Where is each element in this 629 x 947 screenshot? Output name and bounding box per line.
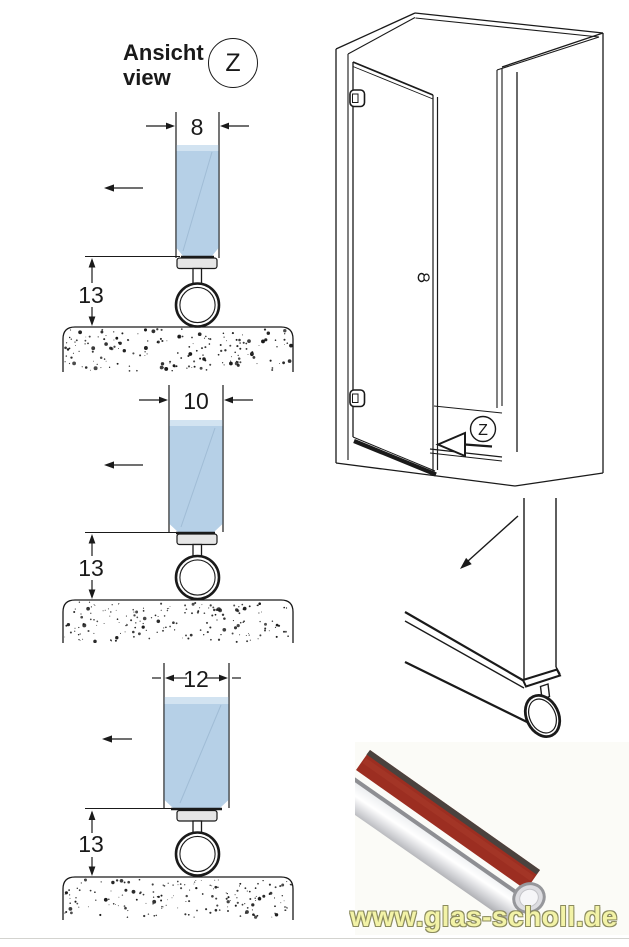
- dimension-glass-width: 8: [146, 112, 249, 258]
- bottom-divider: [0, 938, 629, 939]
- floor-stipple: [64, 878, 292, 919]
- tube-body: [355, 777, 525, 921]
- view-title-de: Ansicht: [123, 40, 204, 65]
- glass-panel: [164, 697, 229, 811]
- door-bottom-seal: [353, 439, 437, 477]
- tube-top-edge: [355, 777, 525, 900]
- dimension-glass-width: 12: [152, 663, 241, 808]
- door-hinge-bottom: [349, 389, 366, 408]
- glass-panel: [176, 145, 219, 259]
- left-arrow-icon: [104, 184, 114, 192]
- seal-stem: [192, 267, 203, 286]
- left-arrow-icon: [104, 461, 114, 469]
- clearance-label: 13: [78, 831, 104, 857]
- seal-profile: [174, 533, 221, 601]
- detail-z-callout: Z: [435, 415, 497, 458]
- dim-arrow-down-icon: [88, 866, 96, 876]
- door-knob: [417, 272, 430, 283]
- dim-arrow-right-icon: [159, 396, 168, 404]
- dim-arrow-right-icon: [219, 674, 228, 682]
- seal-clamp: [176, 257, 218, 270]
- cross-section-8mm: 8 13: [62, 112, 294, 372]
- z-marker-circle: [469, 415, 497, 443]
- watermark-text: www.glas-scholl.de: [350, 901, 618, 932]
- open-left-arrow-icon: [435, 431, 466, 458]
- direction-arrow: [104, 461, 143, 469]
- dim-arrow-up-icon: [88, 810, 96, 820]
- seal-tube-inner: [179, 835, 216, 873]
- cross-section-10mm: 10 13: [62, 385, 294, 643]
- dimension-floor-gap: 13: [78, 256, 180, 326]
- seal-profile-3d: [404, 611, 562, 738]
- glass-thickness-label: 10: [183, 388, 209, 414]
- direction-arrow: [102, 735, 132, 743]
- door-hinge-top: [349, 89, 366, 108]
- seal-profile: [174, 257, 221, 328]
- dim-arrow-left-icon: [220, 122, 229, 130]
- left-arrow-icon: [102, 735, 112, 743]
- seal-clamp: [176, 533, 218, 546]
- enclosure-walls: [335, 12, 604, 487]
- z-marker-letter: Z: [478, 422, 488, 439]
- dim-arrow-right-icon: [166, 122, 175, 130]
- door-bottom-detail: [404, 498, 562, 738]
- dim-arrow-left-icon: [165, 674, 174, 682]
- cross-section-12mm: 12 13: [62, 663, 294, 920]
- seal-tube-inner: [527, 698, 558, 734]
- seal-tube-outer: [174, 282, 221, 328]
- seal-tube-outer: [174, 554, 221, 601]
- floor-stipple: [64, 328, 293, 372]
- seal-tube-outer: [174, 831, 221, 877]
- glass-edge: [523, 498, 561, 681]
- glass-thickness-label: 8: [191, 114, 204, 140]
- shower-enclosure-overview: Z: [335, 12, 604, 487]
- detail-z-badge: Z: [208, 38, 258, 88]
- seal-clamp: [521, 668, 562, 688]
- clearance-label: 13: [78, 555, 104, 581]
- dim-arrow-up-icon: [88, 534, 96, 544]
- down-left-arrow-icon: [460, 557, 472, 569]
- dimension-floor-gap: 13: [78, 808, 180, 876]
- adhesive-strip: [356, 750, 540, 890]
- floor-stipple: [64, 601, 293, 643]
- floor-slab: [62, 876, 294, 920]
- seal-product-photo: [355, 742, 629, 935]
- shower-door: [349, 61, 439, 477]
- dim-arrow-down-icon: [88, 316, 96, 326]
- tube-end-core: [519, 888, 539, 908]
- dimension-floor-gap: 13: [78, 532, 180, 599]
- glass-thickness-label: 12: [183, 666, 209, 692]
- direction-arrow: [104, 184, 143, 192]
- seal-clamp: [176, 809, 218, 822]
- seal-profile: [174, 809, 221, 877]
- dim-arrow-up-icon: [88, 258, 96, 268]
- seal-product: [355, 750, 546, 921]
- floor-slab: [62, 599, 294, 643]
- dim-arrow-left-icon: [224, 396, 233, 404]
- floor-slab: [62, 326, 294, 372]
- glass-panel: [169, 420, 223, 535]
- pointer-arrow: [460, 515, 519, 569]
- seal-tube-inner: [179, 286, 216, 324]
- strip-highlight: [362, 758, 534, 881]
- clearance-label: 13: [78, 282, 104, 308]
- dim-arrow-down-icon: [88, 589, 96, 599]
- seal-tube-inner: [179, 559, 216, 596]
- detail-z-letter: Z: [225, 48, 241, 77]
- view-title-en: view: [123, 65, 171, 90]
- view-title: Ansicht view: [123, 40, 204, 90]
- dimension-glass-width: 10: [139, 385, 253, 532]
- strip-top-edge: [366, 750, 540, 875]
- seal-tube-outer: [523, 694, 562, 738]
